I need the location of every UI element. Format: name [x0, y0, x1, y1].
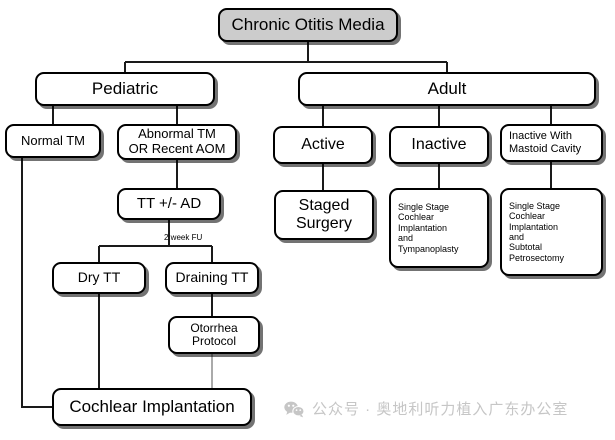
node-label: Inactive With Mastoid Cavity [509, 130, 582, 155]
node-label: Normal TM [20, 132, 86, 148]
node-label: Abnormal TM OR Recent AOM [128, 126, 226, 156]
edge-label-text: 2 week FU [164, 233, 203, 242]
node-label: Otorrhea Protocol [190, 320, 238, 348]
node-staged-surgery[interactable]: Staged Surgery [274, 190, 374, 240]
node-label: Pediatric [91, 79, 159, 99]
node-normal-tm[interactable]: Normal TM [5, 124, 101, 158]
node-label: Chronic Otitis Media [231, 15, 385, 35]
node-pediatric[interactable]: Pediatric [35, 72, 215, 106]
node-label: Draining TT [175, 269, 249, 286]
node-tt-plus-minus-ad[interactable]: TT +/- AD [117, 188, 221, 220]
node-inactive[interactable]: Inactive [389, 126, 489, 164]
node-label: Inactive [411, 136, 467, 154]
node-dry-tt[interactable]: Dry TT [52, 262, 146, 294]
node-active[interactable]: Active [273, 126, 373, 164]
node-label: Adult [427, 79, 467, 99]
wechat-icon [284, 401, 305, 417]
node-label: Single Stage Cochlear Implantation and T… [398, 201, 459, 254]
node-draining-tt[interactable]: Draining TT [165, 262, 259, 294]
edge-normal-tm-to-cochlear-implantation [21, 158, 52, 408]
node-abnormal-tm-or-recent-aom[interactable]: Abnormal TM OR Recent AOM [117, 124, 237, 160]
node-label: Active [301, 136, 345, 154]
node-cochlear-implantation[interactable]: Cochlear Implantation [52, 388, 252, 426]
node-chronic-otitis-media[interactable]: Chronic Otitis Media [218, 8, 398, 42]
node-adult[interactable]: Adult [298, 72, 596, 106]
node-label: Cochlear Implantation [69, 397, 235, 417]
node-single-stage-cochlear-implantation-and-subtotal-petrosectomy[interactable]: Single Stage Cochlear Implantation and S… [500, 188, 603, 276]
node-label: TT +/- AD [136, 194, 202, 212]
node-inactive-with-mastoid-cavity[interactable]: Inactive With Mastoid Cavity [500, 124, 603, 162]
edge-label-two-week-fu: 2 week FU [164, 233, 202, 242]
node-label: Staged Surgery [295, 197, 353, 232]
watermark: 公众号 · 奥地利听力植入广东办公室 [283, 398, 568, 419]
node-single-stage-cochlear-implantation-and-tympanoplasty[interactable]: Single Stage Cochlear Implantation and T… [389, 188, 489, 268]
node-otorrhea-protocol[interactable]: Otorrhea Protocol [168, 316, 260, 354]
node-label: Dry TT [77, 269, 121, 286]
watermark-text: 公众号 · 奥地利听力植入广东办公室 [312, 401, 569, 418]
node-label: Single Stage Cochlear Implantation and S… [509, 200, 565, 263]
